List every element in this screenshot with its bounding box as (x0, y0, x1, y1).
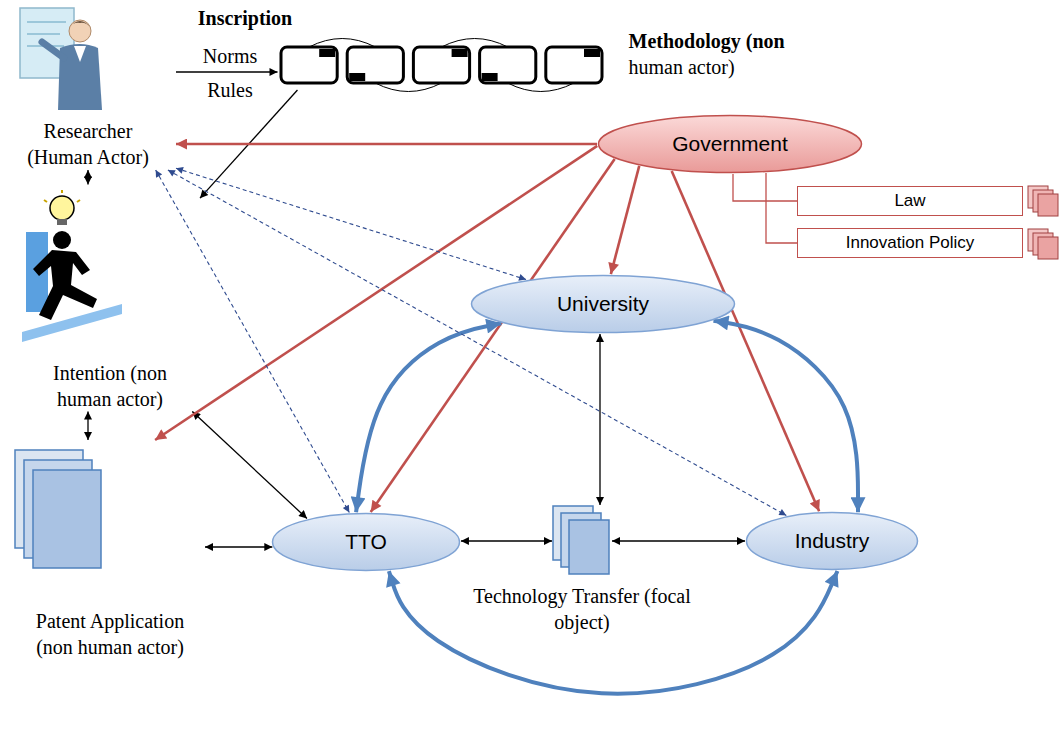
methodology-chain: Methodology (non human actor) (278, 40, 615, 90)
connector (733, 174, 797, 201)
node-text: University (557, 290, 649, 317)
transfer-documents (553, 506, 609, 574)
connector (611, 166, 639, 274)
document-page (33, 470, 101, 568)
node-text: Methodology (non human actor) (629, 28, 794, 80)
node-text: Law (894, 190, 925, 212)
ellipse-shape (599, 116, 862, 173)
actor-ellipse: TTO (271, 512, 461, 572)
document-page (1038, 237, 1058, 259)
non-human-actor: Intention (non human actor) (20, 185, 200, 412)
actor-ellipse: Government (597, 114, 863, 174)
researcher-arm (42, 42, 64, 58)
chain-links (278, 40, 615, 90)
ellipse-shape (472, 276, 735, 333)
chain-link (281, 47, 337, 83)
connector (612, 540, 745, 541)
connector (176, 168, 526, 279)
board-line (27, 21, 66, 23)
law-documents (1028, 186, 1058, 216)
policy-box: Law (797, 186, 1023, 216)
chain-tab (451, 49, 467, 57)
researcher-head (69, 20, 91, 42)
bulb-base (57, 219, 67, 225)
node-text: Researcher (Human Actor) (18, 118, 158, 170)
connector (461, 540, 552, 541)
ellipse-shape (273, 514, 460, 571)
light-bulb (50, 196, 74, 220)
researcher-hair (69, 21, 91, 28)
bulb-ray (77, 200, 80, 202)
connector (389, 571, 838, 694)
connector (176, 71, 278, 72)
annotation-label: Rules (207, 78, 253, 102)
node-text: Technology Transfer (focal object) (472, 583, 692, 635)
chain-tab (481, 73, 497, 81)
policy-box: Innovation Policy (797, 228, 1023, 258)
researcher-collar (74, 46, 86, 62)
chain-link (479, 47, 535, 83)
connector (356, 323, 501, 512)
document-page (569, 520, 609, 574)
researcher-body (58, 44, 102, 110)
connector (371, 159, 615, 512)
connector (599, 334, 600, 505)
node-text: Government (672, 130, 788, 157)
document-page (1038, 194, 1058, 216)
node-text: Patent Application (non human actor) (20, 608, 200, 660)
connector (87, 412, 88, 441)
connector (176, 143, 597, 146)
connector (766, 173, 797, 243)
node-text: TTO (345, 528, 387, 555)
node-text: Industry (795, 527, 870, 554)
chain-link (347, 47, 403, 83)
node-text: Innovation Policy (846, 232, 975, 254)
annotation-label: Inscription (198, 6, 292, 30)
non-human-actor: Patent Application (non human actor) (15, 440, 205, 660)
chain-link (413, 47, 469, 83)
chain-tab (319, 49, 335, 57)
intention-step (22, 304, 122, 342)
human-actor: Researcher (Human Actor) (0, 0, 176, 170)
connector (87, 170, 88, 185)
connector (168, 170, 786, 515)
intention-icon (22, 190, 122, 342)
figure-head (53, 231, 71, 249)
connector (672, 171, 819, 511)
focal-object: Technology Transfer (focal object) (552, 505, 612, 577)
ellipse-shape (747, 513, 918, 570)
connector (205, 546, 272, 547)
chain-tab (349, 73, 365, 81)
chain-tab (584, 49, 600, 57)
actor-ellipse: University (470, 274, 736, 334)
chain-link (545, 47, 601, 83)
connector (156, 170, 350, 512)
bulb-ray (61, 190, 63, 193)
connector (713, 321, 858, 513)
node-text: Intention (non human actor) (30, 360, 190, 412)
policy-documents (1028, 229, 1058, 259)
board-line (27, 33, 60, 35)
connector (192, 412, 307, 519)
actor-ellipse: Industry (745, 511, 919, 571)
bulb-ray (44, 200, 47, 202)
annotation-label: Norms (203, 44, 257, 68)
figure-body (33, 250, 97, 320)
researcher-icon (20, 8, 102, 110)
patent-documents (15, 450, 101, 568)
